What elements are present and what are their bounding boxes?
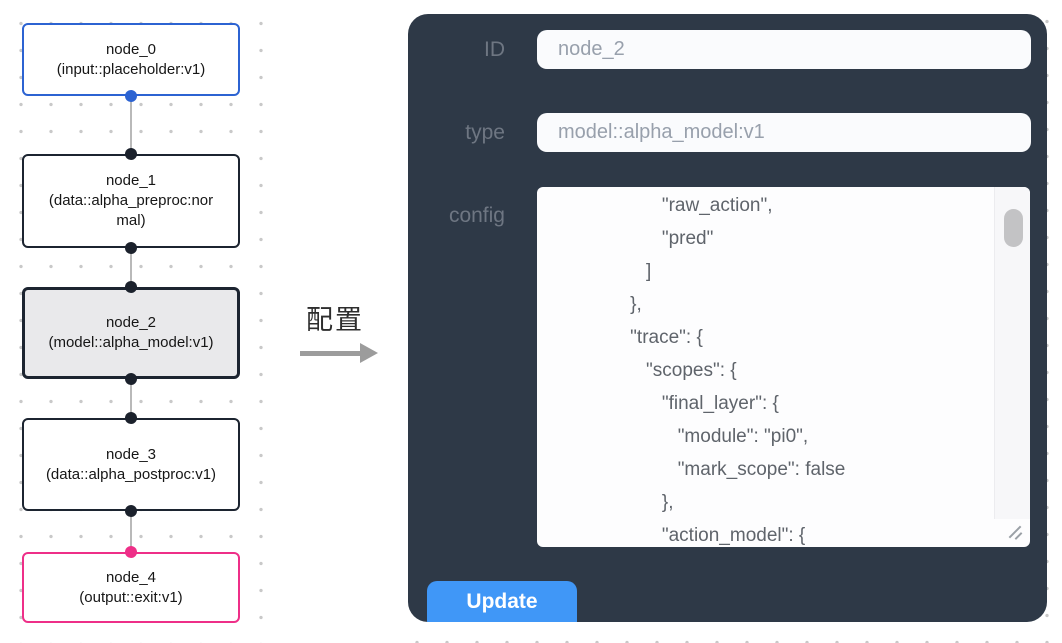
id-input[interactable] — [537, 30, 1031, 69]
flow-canvas: node_0 (input::placeholder:v1) node_1 (d… — [0, 0, 270, 643]
resize-grip-icon[interactable] — [1006, 523, 1024, 541]
edge-node2-node3 — [130, 379, 132, 418]
edge-node3-node4 — [130, 511, 132, 552]
node-type: (data::alpha_postproc:v1) — [45, 465, 217, 483]
flow-node-node_2[interactable]: node_2 (model::alpha_model:v1) — [22, 287, 240, 379]
edge-node1-node2 — [130, 248, 132, 287]
config-scrollbar[interactable] — [994, 187, 1030, 519]
node-id: node_2 — [105, 314, 157, 331]
id-field-label: ID — [484, 38, 505, 61]
transfer-annotation: 配置 — [295, 298, 390, 363]
node-id: node_4 — [105, 568, 157, 586]
port-node2-output[interactable] — [125, 373, 137, 385]
port-node1-input[interactable] — [125, 148, 137, 160]
flow-node-node_1[interactable]: node_1 (data::alpha_preproc:normal) — [22, 154, 240, 248]
port-node0-output[interactable] — [125, 90, 137, 102]
update-button[interactable]: Update — [427, 581, 577, 622]
config-panel-area: ID type config "raw_action", "pred" ] },… — [395, 0, 1062, 643]
type-field-label: type — [465, 121, 505, 144]
port-node4-input[interactable] — [125, 546, 137, 558]
port-node1-output[interactable] — [125, 242, 137, 254]
node-type: (output::exit:v1) — [79, 588, 183, 606]
config-scrollbar-thumb[interactable] — [1004, 209, 1023, 247]
flow-node-node_3[interactable]: node_3 (data::alpha_postproc:v1) — [22, 418, 240, 511]
node-type: (data::alpha_preproc:normal) — [48, 192, 214, 229]
node-id: node_3 — [105, 445, 157, 463]
node-id: node_1 — [105, 172, 157, 189]
flow-node-node_4[interactable]: node_4 (output::exit:v1) — [22, 552, 240, 623]
node-id: node_0 — [105, 40, 157, 58]
config-field-label: config — [448, 204, 505, 227]
port-node3-output[interactable] — [125, 505, 137, 517]
port-node3-input[interactable] — [125, 412, 137, 424]
transfer-label: 配置 — [306, 305, 364, 335]
node-type: (model::alpha_model:v1) — [48, 334, 214, 351]
config-json-text[interactable]: "raw_action", "pred" ] }, "trace": { "sc… — [630, 195, 846, 546]
edge-node0-node1 — [130, 96, 132, 154]
node-type: (input::placeholder:v1) — [56, 60, 206, 78]
port-node2-input[interactable] — [125, 281, 137, 293]
config-editor[interactable]: "raw_action", "pred" ] }, "trace": { "sc… — [537, 187, 1030, 547]
right-arrow-icon — [295, 343, 390, 363]
flow-node-node_0[interactable]: node_0 (input::placeholder:v1) — [22, 23, 240, 96]
type-input[interactable] — [537, 113, 1031, 152]
node-config-panel: ID type config "raw_action", "pred" ] },… — [408, 14, 1047, 622]
